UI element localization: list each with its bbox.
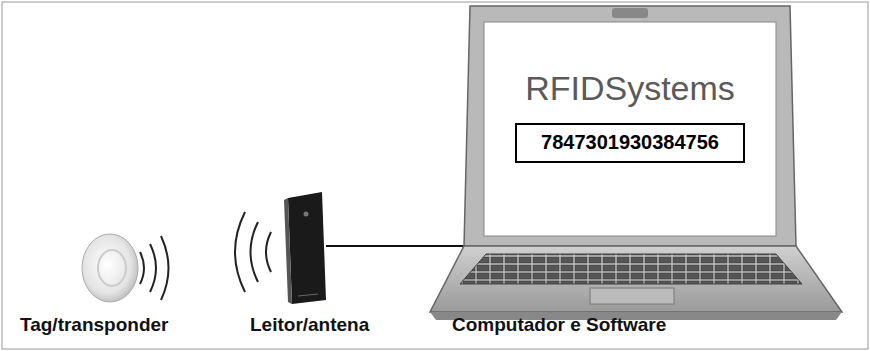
tag-icon bbox=[82, 234, 169, 302]
computer-caption: Computador e Software bbox=[452, 314, 666, 336]
tag-caption: Tag/transponder bbox=[20, 314, 169, 336]
screen-panel: RFIDSystems 7847301930384756 bbox=[485, 23, 775, 235]
serial-number-box: 7847301930384756 bbox=[515, 123, 745, 163]
radio-waves bbox=[235, 212, 271, 292]
reader-device bbox=[284, 192, 326, 304]
screen-title: RFIDSystems bbox=[525, 69, 735, 108]
laptop bbox=[430, 6, 842, 320]
cable bbox=[326, 245, 478, 247]
serial-number: 7847301930384756 bbox=[541, 131, 719, 154]
reader-caption: Leitor/antena bbox=[250, 314, 369, 336]
